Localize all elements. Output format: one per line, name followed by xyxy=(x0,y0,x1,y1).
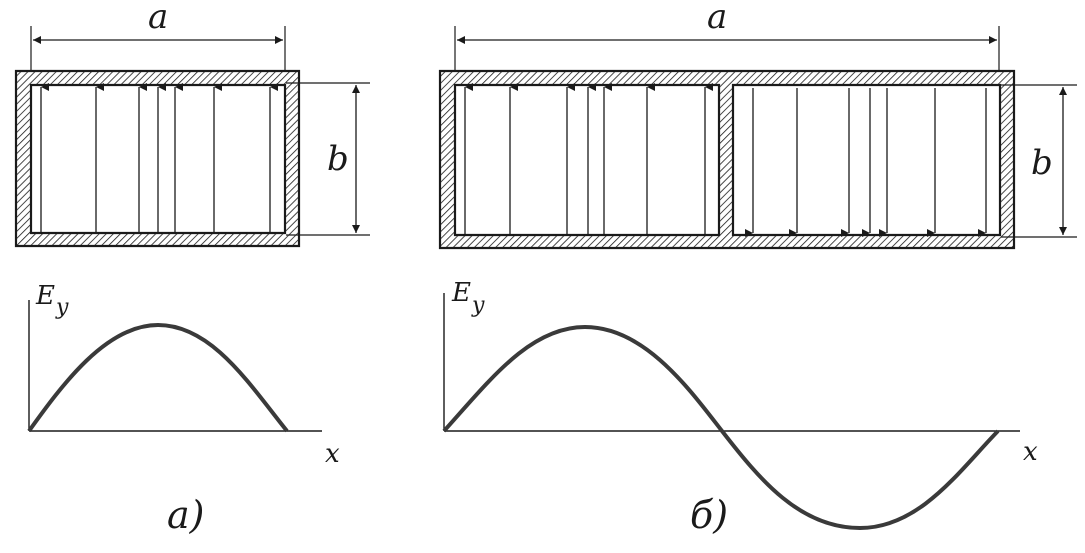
ey-graph-a: E y x xyxy=(27,281,340,469)
field-lines-b-left xyxy=(464,83,713,234)
ey-curve xyxy=(27,322,289,433)
ey-axis-label: E xyxy=(451,278,471,308)
dimension-a-label-b: a xyxy=(707,0,727,37)
waveguide-wall-a xyxy=(14,69,301,248)
panel-b: a b xyxy=(438,0,1077,537)
x-axis-label: x xyxy=(325,439,340,469)
figure-caption-a: а) xyxy=(167,493,204,537)
dimension-a-width: a xyxy=(30,0,286,70)
ey-curve xyxy=(442,324,1000,531)
ey-axis-label: E xyxy=(35,281,55,311)
dimension-b-height-b: b xyxy=(1001,84,1077,238)
field-lines-b-right xyxy=(745,88,987,237)
panel-a: a b E y x а) xyxy=(14,0,370,537)
dimension-a-label: a xyxy=(148,0,168,37)
ey-axis-subscript: y xyxy=(471,293,485,318)
dimension-b-height: b xyxy=(286,82,370,236)
ey-axis-subscript: y xyxy=(55,295,69,320)
x-axis-label: x xyxy=(1023,437,1038,467)
dimension-b-label: b xyxy=(327,139,349,179)
ey-graph-b: E y x xyxy=(442,278,1038,531)
dimension-b-label-b: b xyxy=(1031,143,1053,183)
field-lines-a xyxy=(40,83,278,232)
figure-caption-b: б) xyxy=(690,493,728,537)
dimension-a-width-b: a xyxy=(454,0,1000,70)
waveguide-wall-b xyxy=(438,69,1016,250)
